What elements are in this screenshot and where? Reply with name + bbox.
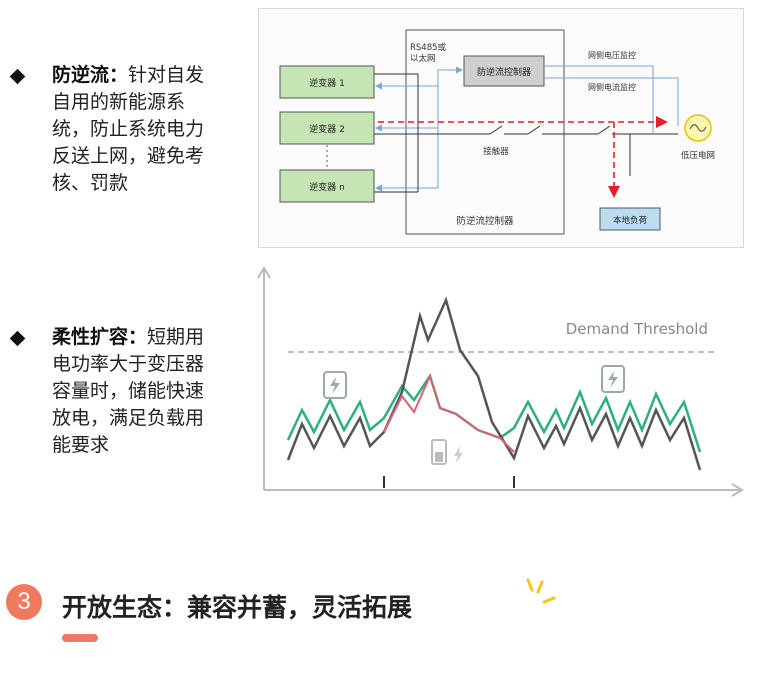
inverter-1-label: 逆变器 1 — [309, 77, 345, 89]
expansion-chart: Demand Threshold — [256, 262, 750, 508]
bullet-heading: 柔性扩容： — [52, 326, 148, 348]
comm-label-line1: RS485或 — [410, 42, 447, 53]
anti-backflow-diagram: 防逆流控制器 逆变器 1 逆变器 2 逆变器 n 防逆流控制器 RS485或 以… — [258, 8, 744, 248]
sparkle-icon — [526, 578, 556, 604]
grid-label: 低压电网 — [681, 150, 715, 161]
contactor-switch — [489, 125, 503, 135]
local-load-label: 本地负荷 — [613, 215, 648, 226]
inverter-n-box — [279, 169, 375, 203]
sine-wave-icon — [689, 124, 707, 132]
section-number-badge: 3 — [6, 584, 42, 620]
section-title: 开放生态：兼容并蓄，灵活拓展 — [62, 593, 413, 622]
inverter-2-label: 逆变器 2 — [309, 123, 345, 135]
local-load-box — [599, 207, 661, 231]
inverter-1-box — [279, 65, 375, 99]
breaker-switch-2 — [597, 125, 611, 135]
y-axis-arrow-icon — [257, 266, 271, 279]
controller-box — [463, 55, 545, 87]
backflow-arrow-icon — [656, 116, 668, 128]
diamond-bullet-icon — [9, 330, 26, 347]
cabinet-label: 防逆流控制器 — [456, 215, 514, 227]
bullet-heading: 防逆流： — [52, 64, 129, 86]
contactor-label: 接触器 — [483, 146, 509, 157]
x-axis-arrow-icon — [731, 483, 744, 497]
charger-icon — [601, 365, 625, 393]
cabinet-outline — [405, 29, 565, 235]
title-underline — [62, 634, 98, 642]
controller-label: 防逆流控制器 — [477, 66, 531, 78]
battery-icon — [431, 439, 463, 465]
current-monitor-label: 网侧电流监控 — [588, 82, 636, 92]
bullet-body: 针对自发自用的新能源系统，防止系统电力反送上网，避免考核、罚款 — [52, 64, 205, 194]
comm-label-line2: 以太网 — [410, 53, 436, 64]
charger-icon — [323, 371, 347, 399]
supply-series-line — [286, 373, 702, 453]
inverter-n-label: 逆变器 n — [309, 181, 345, 193]
inverter-2-box — [279, 111, 375, 145]
current-monitor-line — [544, 77, 679, 126]
voltage-monitor-label: 网侧电压监控 — [588, 50, 636, 60]
demand-threshold-label: Demand Threshold — [566, 320, 708, 338]
diamond-bullet-icon — [9, 68, 26, 85]
breaker-switch-1 — [527, 125, 541, 135]
bullet-body: 短期用电功率大于变压器容量时，储能快速放电，满足负载用能要求 — [52, 326, 205, 456]
load-flow-arrow-icon — [608, 186, 620, 198]
voltage-monitor-line — [544, 65, 654, 134]
battery-discharge-line — [383, 373, 515, 453]
section-heading: 3 开放生态：兼容并蓄，灵活拓展 — [0, 576, 760, 646]
